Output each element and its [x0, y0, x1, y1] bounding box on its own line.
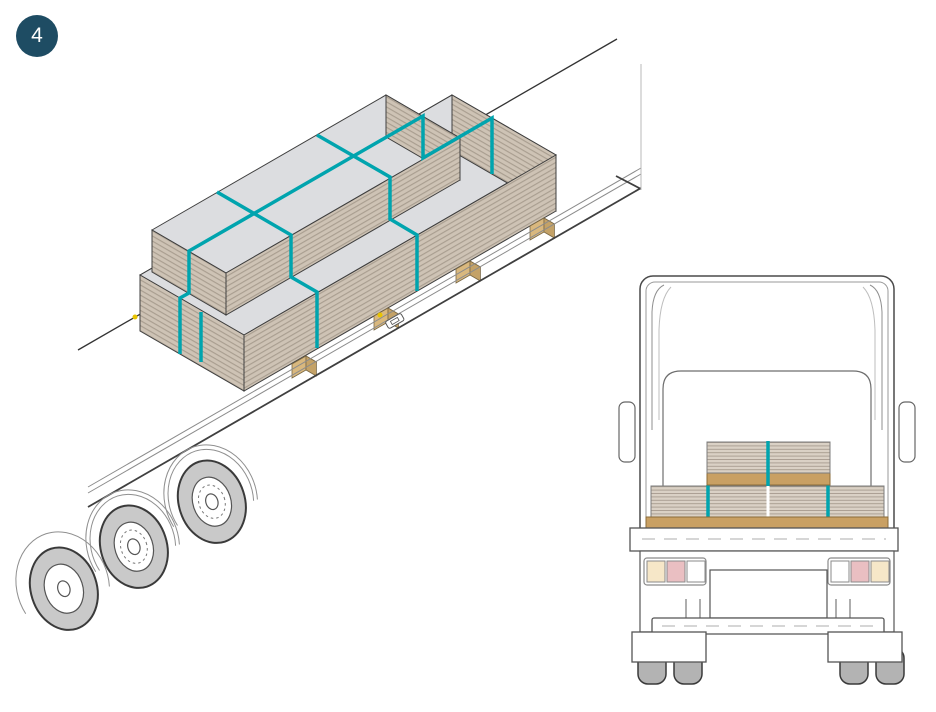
tail-light-right — [827, 557, 891, 586]
tarp-fold-left-2 — [658, 286, 672, 420]
tail-light-cell-red — [850, 560, 870, 583]
tarp-fold-right-2 — [862, 286, 876, 420]
tail-light-cell-red — [666, 560, 686, 583]
tail-light-cell-white — [686, 560, 706, 583]
rear-bumper — [651, 617, 885, 635]
step-number-badge: 4 — [16, 15, 58, 57]
transverse-strap-right — [316, 133, 419, 291]
tail-light-cell-cream — [646, 560, 666, 583]
longitudinal-strap — [178, 112, 494, 354]
flatbed-isometric-view — [15, 38, 642, 631]
tarp-fold-right — [869, 284, 883, 430]
side-marker-left — [618, 401, 636, 463]
chassis-post-left — [631, 631, 707, 663]
transverse-strap-left — [216, 190, 319, 348]
chassis-post-right — [827, 631, 903, 663]
trailer-deck-rail — [87, 167, 642, 508]
step-number: 4 — [31, 24, 43, 47]
side-marker-right — [898, 401, 916, 463]
side-marker-light — [132, 314, 138, 320]
tail-light-cell-cream — [870, 560, 890, 583]
tail-light-cell-white — [830, 560, 850, 583]
tail-light-left — [643, 557, 707, 586]
side-marker-light — [377, 312, 383, 318]
tarp-fold-left — [651, 284, 665, 430]
truck-rear-view — [618, 275, 916, 685]
lashing-straps — [178, 112, 494, 362]
wheel — [15, 531, 110, 631]
wheel — [163, 444, 258, 544]
license-plate-area — [709, 569, 828, 619]
deck-board — [645, 516, 889, 529]
rail-marker-plate — [385, 313, 405, 329]
rear-cargo — [645, 441, 889, 529]
pallet-block — [291, 355, 318, 379]
trailer-wheels — [15, 444, 258, 631]
